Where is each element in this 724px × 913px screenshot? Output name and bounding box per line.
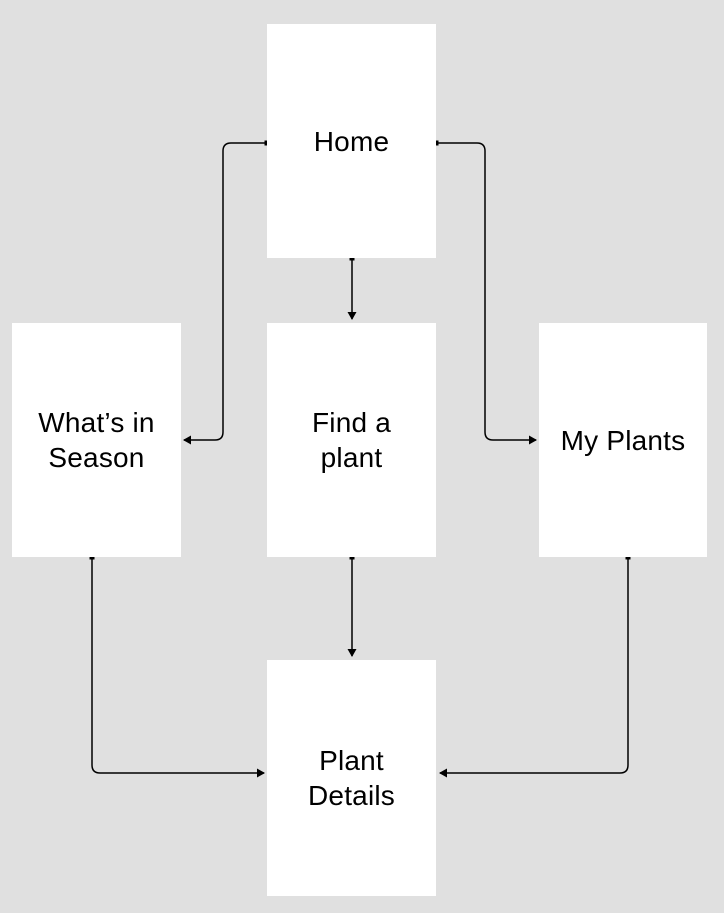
node-whats-in-season[interactable]: What’s in Season [12,323,181,557]
node-find-a-plant-label: Find a plant [311,407,392,473]
connector-whats-in-season-to-plant-details [89,554,265,778]
node-plant-details-label: Plant Details [308,745,395,811]
connector-home-to-whats-in-season [183,140,270,445]
node-my-plants[interactable]: My Plants [539,323,707,557]
node-home-label: Home [313,125,390,157]
node-my-plants-label: My Plants [560,424,686,456]
connector-home-to-my-plants [433,140,537,445]
node-plant-details[interactable]: Plant Details [267,660,436,896]
connector-my-plants-to-plant-details [439,554,631,778]
node-home[interactable]: Home [267,24,436,258]
node-whats-in-season-label: What’s in Season [38,407,155,473]
node-find-a-plant[interactable]: Find a plant [267,323,436,557]
